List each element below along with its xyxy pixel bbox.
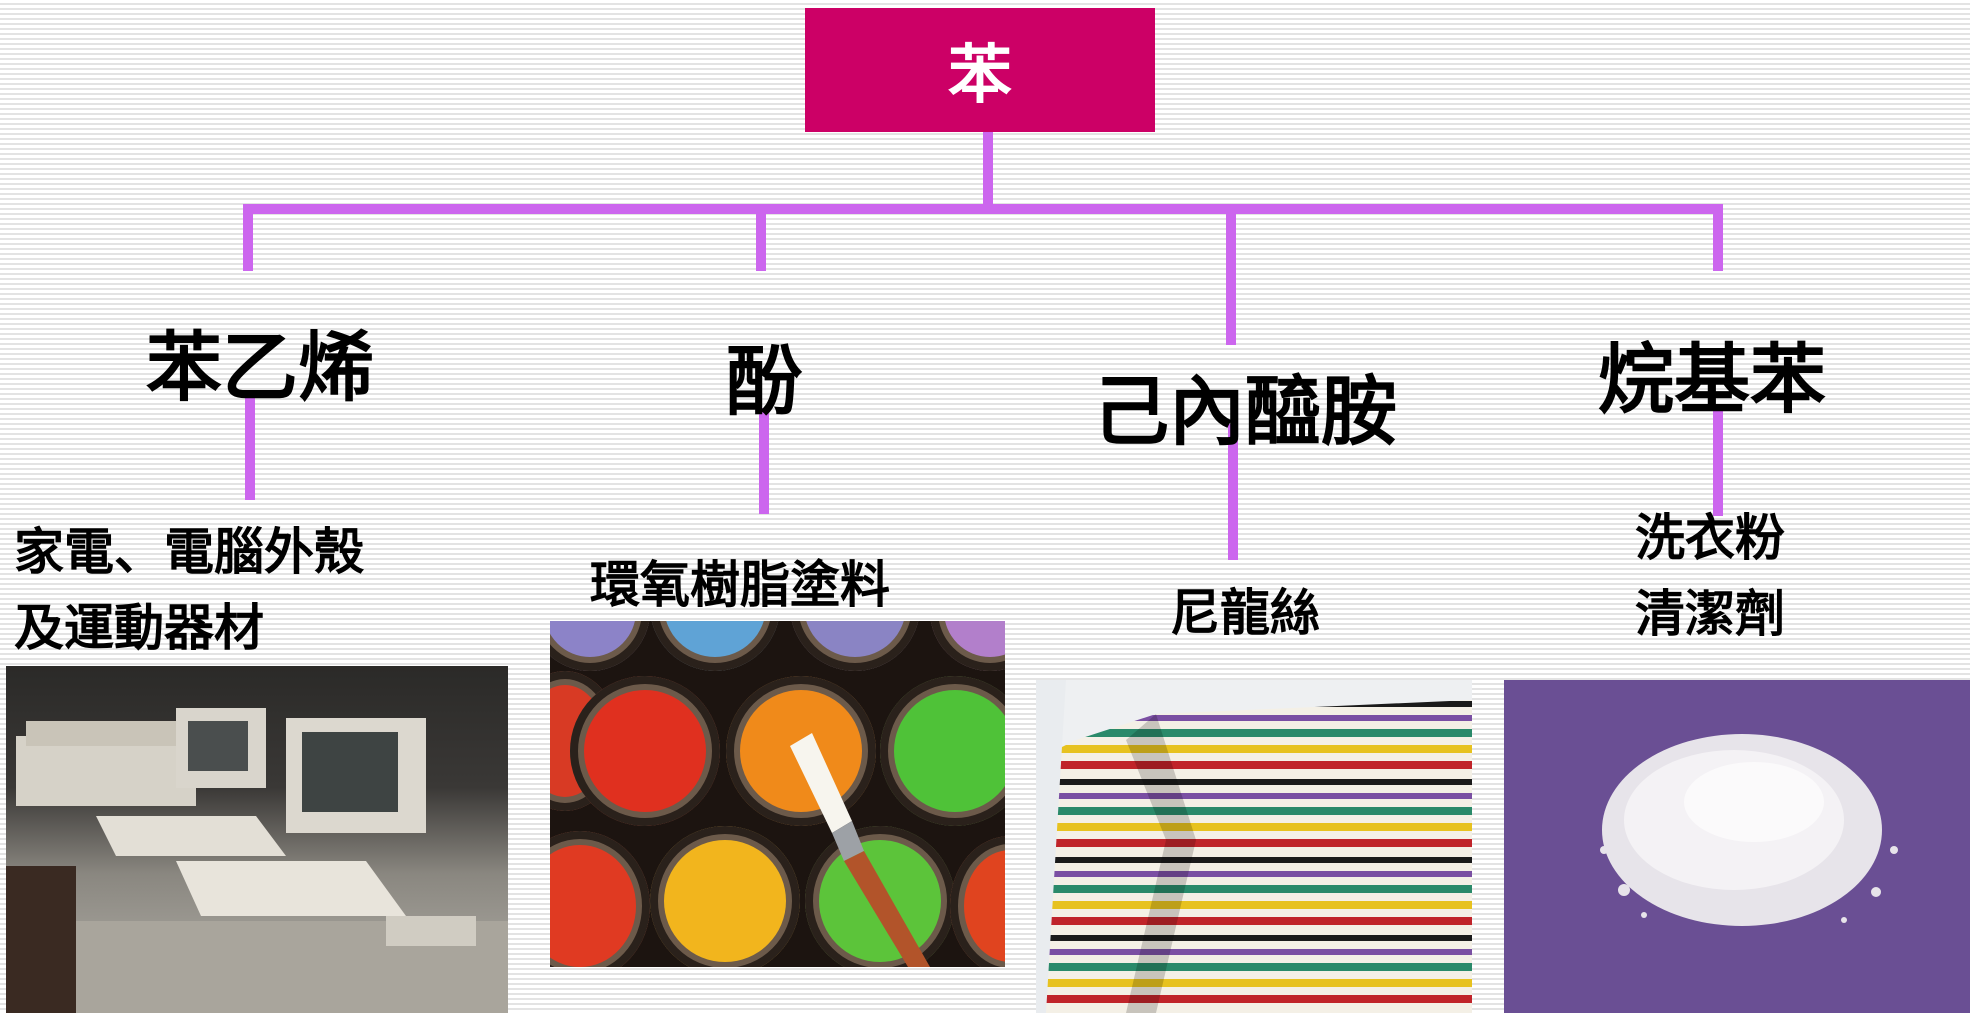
fabric-fold-icon xyxy=(1036,680,1472,1013)
powder-pile-icon xyxy=(1600,734,1898,926)
use-phenol-line-1: 環氧樹脂塗料 xyxy=(590,555,890,614)
branch-drop-1 xyxy=(243,208,253,271)
detergent-powder-photo xyxy=(1504,680,1970,1013)
branch-drop-2 xyxy=(756,208,766,271)
compound-phenol: 酚 xyxy=(726,337,802,426)
nylon-fabric-photo xyxy=(1036,680,1472,1013)
horizontal-bus xyxy=(243,204,1723,214)
computer-photo xyxy=(6,666,508,1013)
use-drop-3 xyxy=(1228,424,1238,560)
use-drop-1 xyxy=(245,394,255,500)
root-stem xyxy=(983,132,993,208)
branch-drop-4 xyxy=(1713,208,1723,271)
use-drop-2 xyxy=(759,408,769,514)
compound-caprolactam: 己內醯胺 xyxy=(1093,367,1397,456)
use-caprolactam-line-1: 尼龍絲 xyxy=(1170,583,1320,642)
use-styrene-line-2: 及運動器材 xyxy=(14,598,264,657)
root-node: 苯 xyxy=(805,8,1155,132)
use-alkylbenzene-line-1: 洗衣粉 xyxy=(1635,508,1785,567)
compound-alkylbenzene: 烷基苯 xyxy=(1598,335,1826,424)
paintbrush-icon xyxy=(790,733,930,967)
use-styrene: 家電、電腦外殼 及運動器材 xyxy=(14,514,364,666)
use-alkylbenzene-line-2: 清潔劑 xyxy=(1635,584,1785,643)
compound-styrene: 苯乙烯 xyxy=(146,323,374,412)
use-alkylbenzene: 洗衣粉 清潔劑 xyxy=(1635,500,1785,652)
root-label: 苯 xyxy=(948,38,1012,113)
use-styrene-line-1: 家電、電腦外殼 xyxy=(14,522,364,581)
use-caprolactam: 尼龍絲 xyxy=(1170,575,1320,651)
use-phenol: 環氧樹脂塗料 xyxy=(590,547,890,623)
use-drop-4 xyxy=(1713,410,1723,516)
computer-icon xyxy=(6,708,508,1013)
paint-cans-photo xyxy=(550,621,1005,967)
branch-drop-3 xyxy=(1226,208,1236,345)
